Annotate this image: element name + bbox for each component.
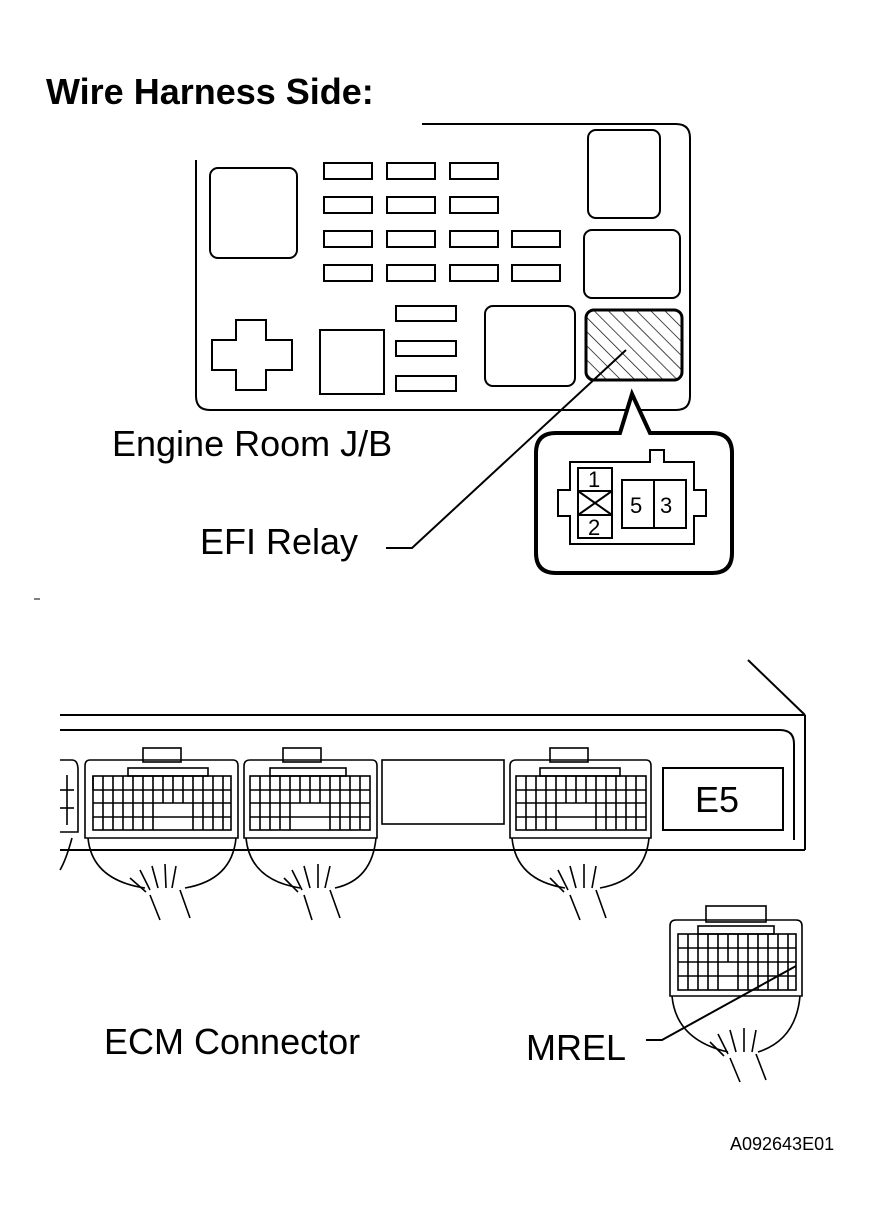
relay-pin-2: 2 <box>588 515 600 540</box>
ecm-connector-1 <box>84 747 239 839</box>
figure-code: A092643E01 <box>730 1134 834 1154</box>
diagram-title: Wire Harness Side: <box>46 71 374 112</box>
ecm-blank-window <box>381 759 505 825</box>
mrel-label: MREL <box>526 1027 626 1068</box>
ecm-unit <box>60 659 806 851</box>
efi-relay-label: EFI Relay <box>200 521 358 562</box>
ecm-connector-partial <box>60 759 79 833</box>
relay-pin-3: 3 <box>660 493 672 518</box>
efi-relay-callout <box>534 388 734 575</box>
engine-room-junction-block <box>195 123 691 411</box>
ecm-connector-2 <box>243 747 378 839</box>
relay-pin-1: 1 <box>588 467 600 492</box>
engine-room-jb-label: Engine Room J/B <box>112 423 392 464</box>
efi-relay-leader-line <box>386 349 627 549</box>
efi-relay-connector <box>557 449 707 545</box>
e5-label-box <box>662 767 784 831</box>
ecm-connector-3 <box>509 747 652 839</box>
ecm-connector-label: ECM Connector <box>104 1021 360 1062</box>
efi-relay-socket <box>584 308 684 382</box>
mrel-leader-line <box>646 965 797 1041</box>
relay-pin-5: 5 <box>630 493 642 518</box>
e5-connector-code: E5 <box>695 779 739 820</box>
ecm-wire-bundles <box>59 837 650 921</box>
mrel-connector <box>669 905 803 1083</box>
